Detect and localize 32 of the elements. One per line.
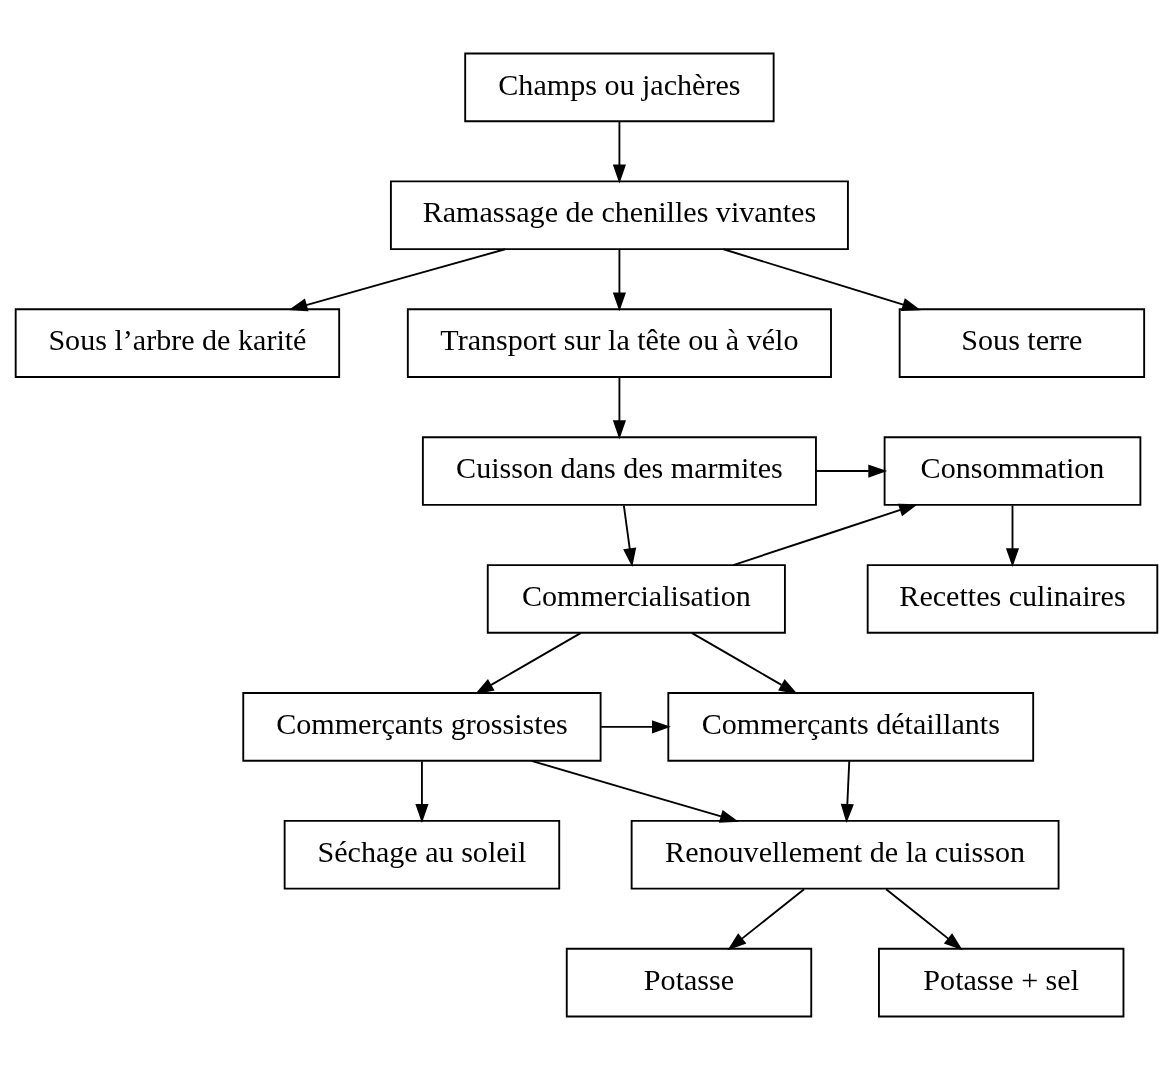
arrow [600, 719, 671, 733]
node-box: Ramassage de chenilles vivantes [389, 180, 849, 250]
node-box: Sous terre [898, 307, 1146, 378]
node-box: Séchage au soleil [283, 819, 561, 890]
node-box: Commerçants détaillants [667, 691, 1035, 762]
node-box: Potasse [565, 947, 813, 1017]
arrow [885, 887, 963, 950]
node-box: Commercialisation [486, 563, 786, 634]
arrow [415, 759, 429, 823]
arrow [840, 759, 854, 823]
arrow [815, 463, 888, 478]
arrow [612, 248, 626, 311]
arrow [530, 759, 739, 823]
node-box: Cuisson dans des marmites [421, 435, 817, 506]
arrow [732, 503, 918, 566]
node-box: Potasse + sel [878, 947, 1125, 1017]
arrow [612, 120, 626, 183]
node-box: Champs ou jachères [464, 52, 775, 122]
arrow [691, 631, 798, 694]
node-box: Recettes culinaires [866, 563, 1159, 634]
node-box: Commerçants grossistes [242, 691, 602, 762]
arrow [727, 887, 806, 950]
arrow [474, 631, 582, 694]
node-box: Consommation [883, 435, 1142, 506]
arrow [612, 376, 626, 439]
node-box: Sous l’arbre de karité [14, 307, 341, 378]
node-box: Renouvellement de la cuisson [630, 819, 1060, 890]
arrow [1005, 504, 1020, 567]
arrow [288, 247, 506, 311]
arrow [622, 504, 637, 567]
arrow [722, 247, 921, 311]
node-box: Transport sur la tête ou à vélo [406, 307, 832, 378]
